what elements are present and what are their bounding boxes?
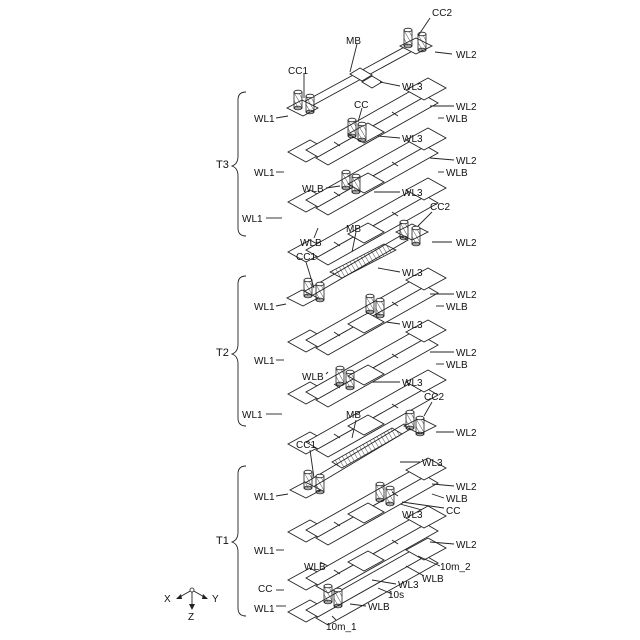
label-wlb-t2-b: WLB [446, 360, 468, 371]
label-wl1-t3-top: WL1 [254, 114, 275, 125]
label-wlb-t3-a: WLB [446, 114, 468, 125]
label-wl2-t1-a: WL2 [456, 482, 477, 493]
label-wl3-t3-b: WL3 [402, 188, 423, 199]
axis-x-label: X [164, 594, 171, 605]
label-cc1-t2: CC1 [296, 252, 316, 263]
label-wl3-t1-top: WL3 [422, 458, 443, 469]
tier-label-t2: T2 [216, 347, 229, 359]
label-wl3-t2-a: WL3 [402, 320, 423, 331]
label-wlb-t3-b: WLB [446, 168, 468, 179]
label-wl2-t3-b: WL2 [456, 156, 477, 167]
label-wlb-t3-c: WLB [302, 184, 324, 195]
label-wl1-t1-top: WL1 [254, 492, 275, 503]
label-wl1-t2-top: WL1 [254, 302, 275, 313]
label-wl3-t3-a: WL3 [402, 134, 423, 145]
label-wl1-t1-c: WL1 [254, 604, 275, 615]
axis-y-label: Y [212, 594, 219, 605]
label-wl3-t2-top: WL3 [402, 268, 423, 279]
label-cc-t1-a: CC [446, 506, 460, 517]
label-wlb-t1-a: WLB [446, 494, 468, 505]
label-wl1-t2-b: WL1 [254, 356, 275, 367]
label-wl2-t1-top: WL2 [456, 428, 477, 439]
label-wl1-t1-b: WL1 [254, 546, 275, 557]
label-cc-t3: CC [354, 100, 368, 111]
label-wl1-t2-c: WL1 [242, 410, 263, 421]
label-wl1-t3-b: WL1 [254, 168, 275, 179]
label-wl2-t2-top: WL2 [456, 238, 477, 249]
label-wlb-t3-d: WLB [300, 238, 322, 249]
label-wlb-t1-c: WLB [422, 574, 444, 585]
tier-braces [232, 92, 246, 616]
label-cc1-t1: CC1 [296, 440, 316, 451]
label-10m2: 10m_2 [440, 562, 471, 573]
label-mb-t2: MB [346, 224, 361, 235]
label-wl2-t2-b: WL2 [456, 348, 477, 359]
label-wlb-t2-c: WLB [302, 372, 324, 383]
label-cc2-t2: CC2 [430, 202, 450, 213]
axis-z-label: Z [188, 612, 194, 623]
label-wl3-t1-a: WL3 [402, 510, 423, 521]
label-mb-t1: MB [346, 410, 361, 421]
label-wl3-t3-top: WL3 [402, 82, 423, 93]
label-wl2-t2-a: WL2 [456, 290, 477, 301]
label-wl1-t3-c: WL1 [242, 214, 263, 225]
label-wl2-t3-a: WL2 [456, 102, 477, 113]
label-mb-t3: MB [346, 36, 361, 47]
label-wlb-t1-b: WLB [304, 562, 326, 573]
tier-label-t3: T3 [216, 159, 229, 171]
label-10s: 10s [388, 590, 404, 601]
label-cc2-t3: CC2 [432, 8, 452, 19]
label-wl3-t2-b: WL3 [402, 378, 423, 389]
label-wlb-t2-a: WLB [446, 302, 468, 313]
label-wl2-t1-b: WL2 [456, 540, 477, 551]
label-wlb-t1-d: WLB [368, 602, 390, 613]
axis-indicator: X Y Z [164, 588, 219, 623]
label-cc-t1-b: CC [258, 584, 272, 595]
label-cc2-t1: CC2 [424, 392, 444, 403]
label-cc1-t3: CC1 [288, 66, 308, 77]
label-10m1: 10m_1 [326, 622, 357, 633]
label-wl2-t3-top: WL2 [456, 50, 477, 61]
tier-label-t1: T1 [216, 535, 229, 547]
